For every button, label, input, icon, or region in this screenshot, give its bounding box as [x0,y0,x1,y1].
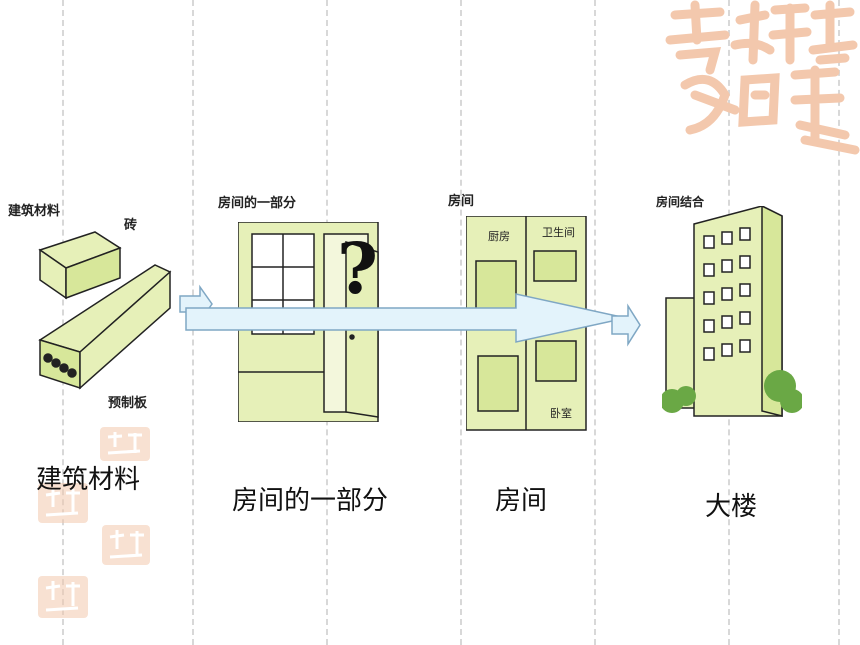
bedroom-label: 卧室 [550,407,572,420]
background-dash-line [62,0,64,645]
seal-decoration-small [38,483,88,523]
seal-decoration [665,0,860,155]
kitchen-label: 厨房 [488,230,510,243]
arrow-main [185,293,627,343]
materials-panel-title: 建筑材料 [8,204,61,219]
seal-decoration-small [38,576,88,618]
question-mark: ? [337,227,379,310]
bathroom-label: 卫生间 [542,226,575,239]
materials-illustration [38,231,172,390]
slab-label: 预制板 [108,396,148,411]
seal-decoration-small [100,427,150,461]
room-panel-title: 房间 [448,194,475,209]
room-part-panel-title: 房间的一部分 [218,196,297,211]
caption-building: 大楼 [705,492,758,522]
brick-label: 砖 [124,218,138,233]
caption-room-part: 房间的一部分 [232,486,389,516]
background-dash-line [838,0,840,645]
caption-room: 房间 [495,486,548,516]
building-panel-title: 房间结合 [656,195,705,209]
building-illustration [662,206,802,417]
caption-materials: 建筑材料 [36,465,141,495]
seal-decoration-small [102,525,150,565]
arrow-small-2 [611,303,641,347]
